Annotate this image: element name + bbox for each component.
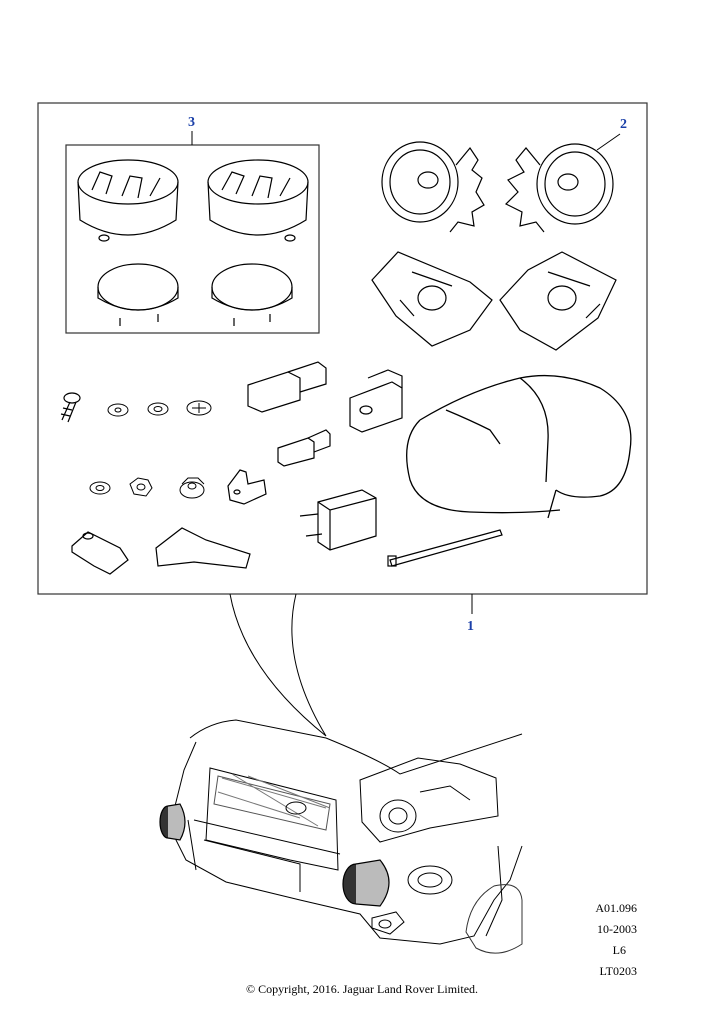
leader-line-2 [596, 133, 621, 151]
cable-tie [387, 529, 503, 567]
wiring-harness [406, 374, 632, 519]
nut-serrated [89, 481, 111, 495]
p-clip [71, 531, 129, 575]
bracket-small [227, 469, 267, 505]
screw [60, 392, 81, 423]
relay [299, 489, 377, 551]
illustration-number: A01.096 [595, 901, 637, 915]
fog-lamp-left [381, 141, 485, 233]
callout-3: 3 [188, 115, 195, 130]
nut-hex [129, 477, 153, 497]
nut-flange [179, 477, 205, 499]
bezel-cover-right [207, 159, 309, 242]
foam-pad [155, 527, 251, 569]
illustration-code: LT0203 [599, 964, 637, 978]
callout-1: 1 [467, 619, 474, 634]
washer-star [147, 402, 169, 416]
illustration-level: L6 [612, 943, 626, 957]
washer-spring [186, 400, 212, 416]
badge [285, 801, 307, 815]
callout-2: 2 [620, 117, 627, 132]
fog-lamp-right [504, 143, 614, 233]
washer-plain [107, 403, 129, 417]
lamp-bracket-right [499, 251, 617, 351]
fog-lamp-switch [349, 369, 403, 433]
connector-a [247, 361, 327, 413]
callout-balloon [229, 593, 327, 737]
vehicle-front [173, 719, 523, 954]
lamp-bracket-left [371, 251, 493, 347]
fitted-fog-lamp-right [342, 859, 390, 907]
bezel-cover-left [77, 159, 179, 242]
copyright-notice: © Copyright, 2016. Jaguar Land Rover Lim… [245, 982, 479, 996]
blanking-cap-right [211, 263, 293, 326]
blanking-cap-left [97, 263, 179, 326]
connector-b [277, 429, 331, 467]
fitted-fog-lamp-left [159, 803, 186, 841]
illustration-date: 10-2003 [597, 922, 637, 936]
